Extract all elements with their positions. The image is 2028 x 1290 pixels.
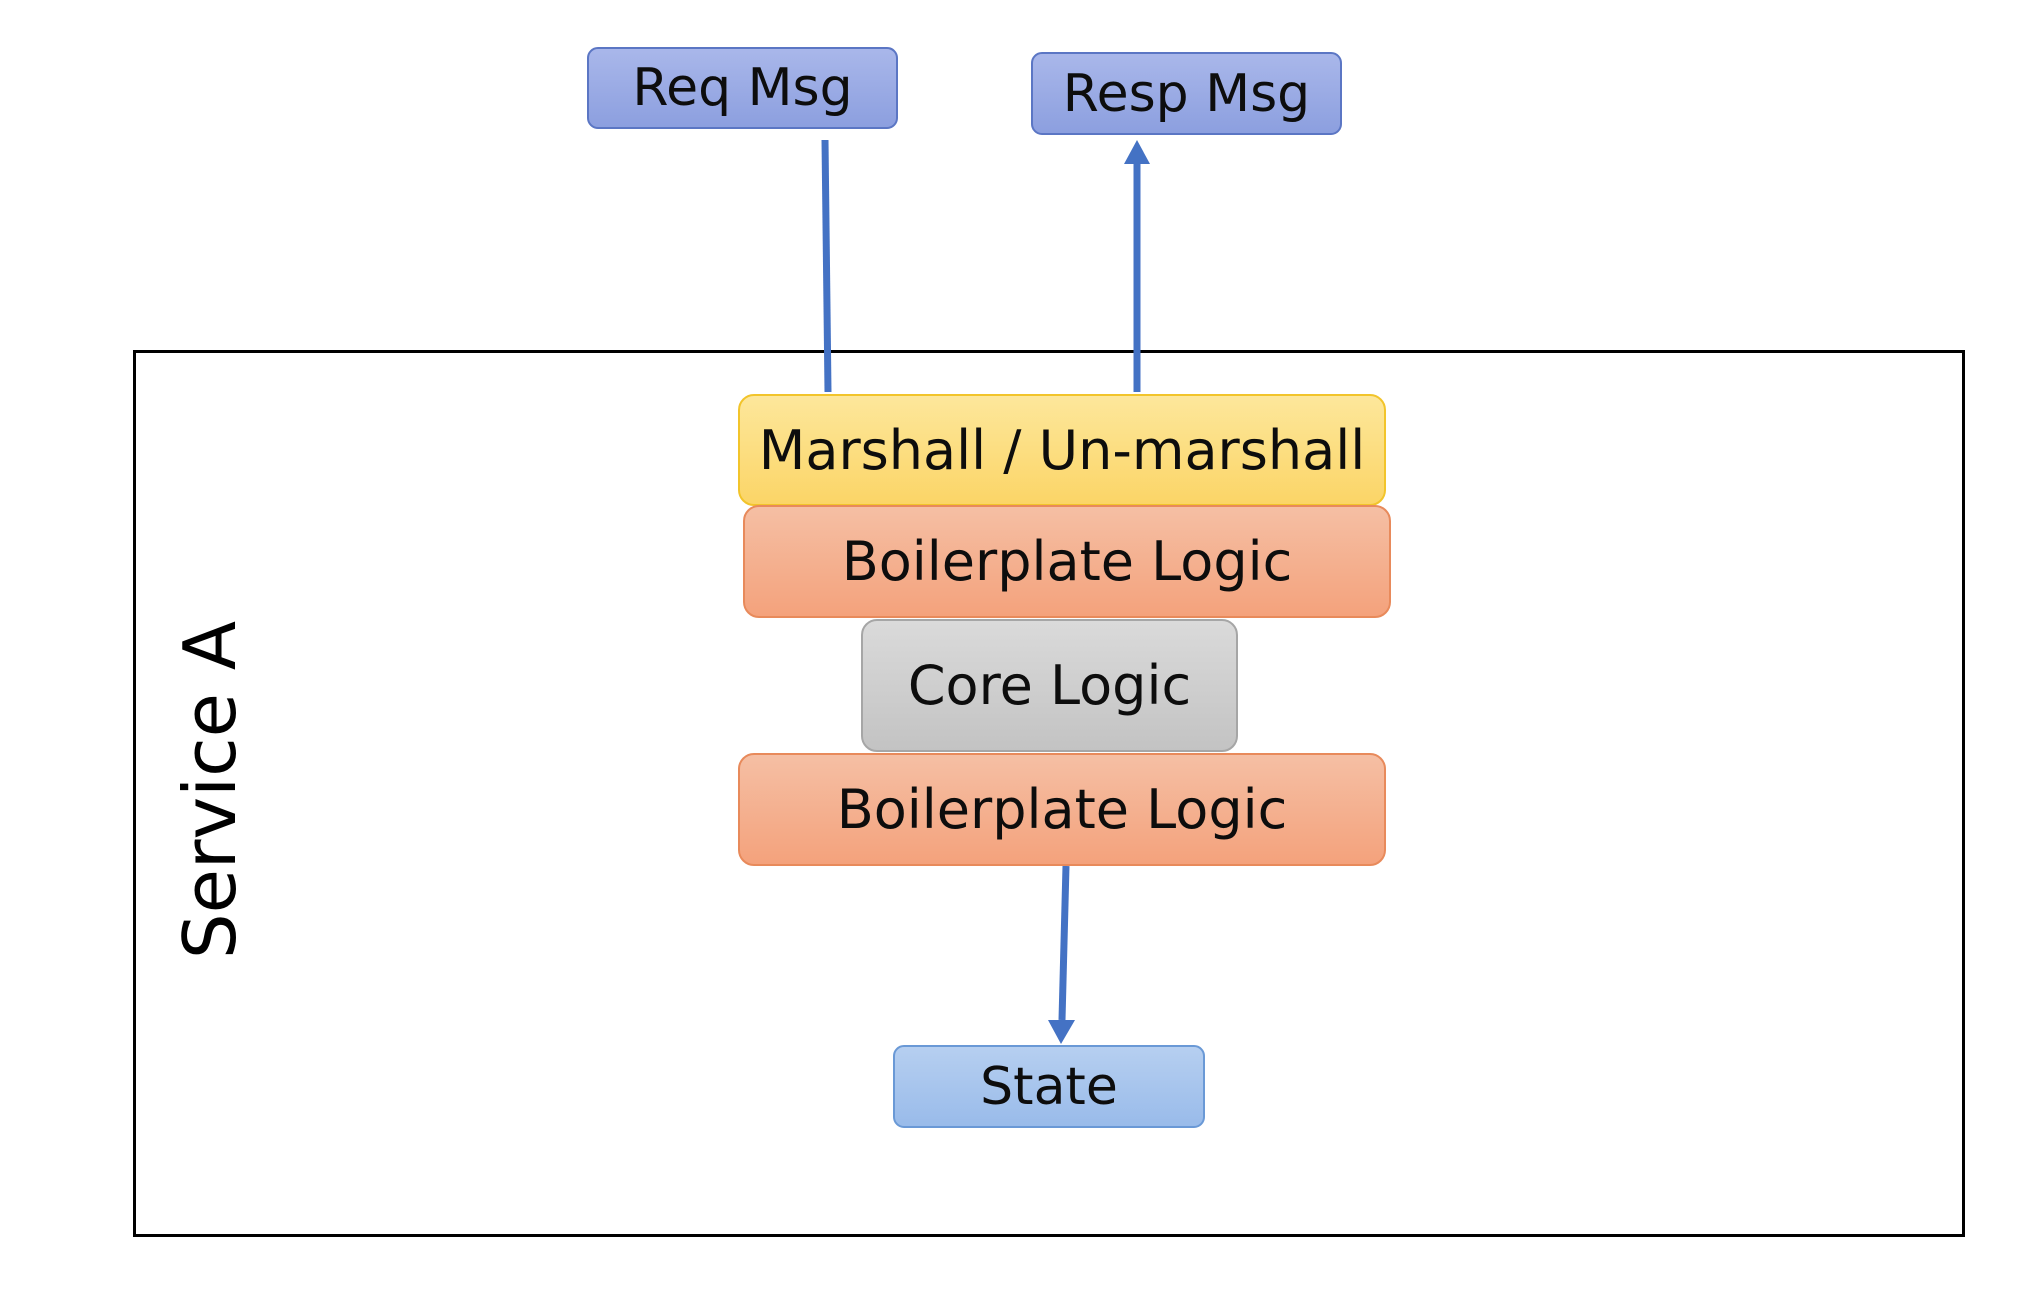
boilerplate-logic-top-node: Boilerplate Logic [743,505,1391,618]
resp-msg-arrowhead [1124,140,1150,164]
state-arrowhead [1048,1020,1075,1044]
req-msg-connector [821,139,832,393]
state-node: State [893,1045,1205,1128]
marshall-unmarshall-label: Marshall / Un-marshall [758,418,1366,482]
boilerplate-logic-bottom-node: Boilerplate Logic [738,753,1386,866]
state-arrow [1058,865,1070,1021]
resp-msg-node: Resp Msg [1031,52,1342,135]
req-msg-node: Req Msg [587,47,898,129]
service-a-container [133,350,1965,1237]
marshall-unmarshall-node: Marshall / Un-marshall [738,394,1386,506]
boilerplate-logic-top-label: Boilerplate Logic [841,530,1293,593]
resp-msg-label: Resp Msg [1062,63,1311,124]
core-logic-label: Core Logic [907,654,1192,717]
state-label: State [980,1056,1118,1117]
core-logic-node: Core Logic [861,619,1238,752]
req-msg-label: Req Msg [632,58,853,118]
boilerplate-logic-bottom-label: Boilerplate Logic [836,778,1288,841]
